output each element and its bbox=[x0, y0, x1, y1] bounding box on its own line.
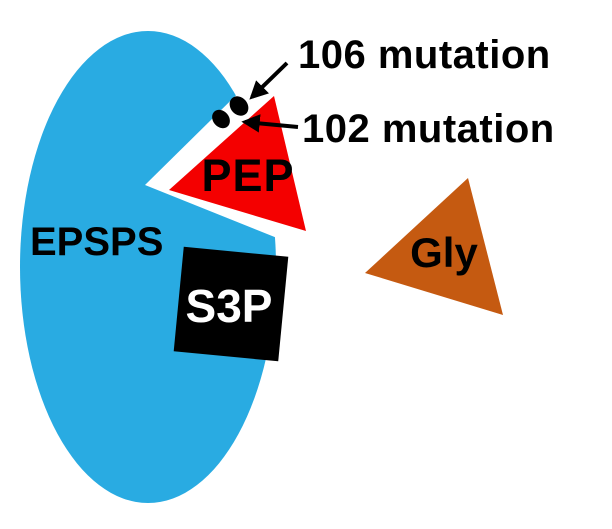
active-site-notch bbox=[145, 0, 460, 284]
gly-label: Gly bbox=[410, 229, 478, 276]
pep-label: PEP bbox=[201, 150, 294, 201]
s3p-square-group bbox=[173, 246, 289, 362]
arrow-106-mutation bbox=[249, 61, 289, 100]
mutation-dot-102 bbox=[212, 109, 230, 129]
epsps-label: EPSPS bbox=[30, 220, 163, 264]
pep-triangle bbox=[169, 96, 306, 231]
gly-triangle bbox=[365, 178, 503, 315]
arrow-102-mutation bbox=[241, 114, 299, 133]
s3p-square bbox=[173, 246, 289, 362]
s3p-label: S3P bbox=[186, 280, 273, 332]
mutation-102-label: 102 mutation bbox=[302, 107, 555, 151]
mutation-106-label: 106 mutation bbox=[298, 33, 551, 77]
mutation-dot-106 bbox=[229, 96, 249, 116]
